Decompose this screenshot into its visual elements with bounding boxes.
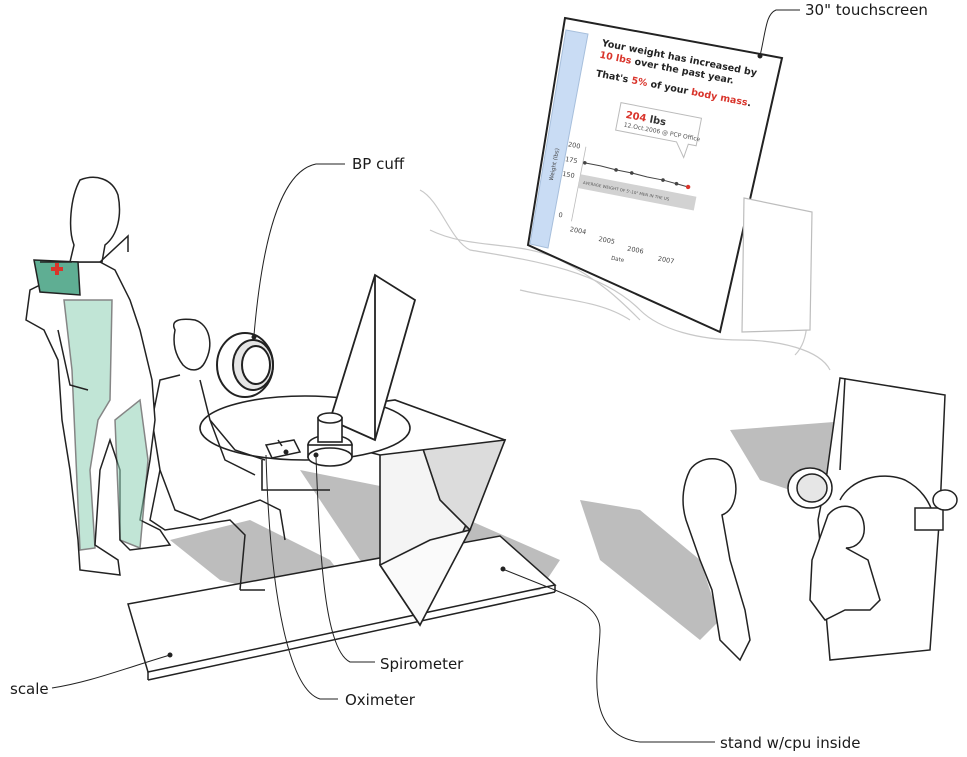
ytick-0: 0 (558, 211, 564, 220)
touchscreen-label: 30" touchscreen (805, 1, 928, 19)
spirometer-label: Spirometer (380, 655, 464, 673)
ytick-200: 200 (567, 140, 581, 150)
xtick-2007: 2007 (657, 255, 675, 266)
chart-point (583, 161, 587, 165)
xtick-2005: 2005 (598, 235, 616, 246)
touchscreen-device (526, 16, 813, 334)
weight-line (584, 162, 689, 188)
stand-label: stand w/cpu inside (720, 734, 861, 752)
leader-lines (51, 9, 800, 743)
red-cross-icon (51, 263, 63, 275)
spirometer-device (307, 412, 353, 467)
oximeter-label: Oximeter (345, 691, 415, 709)
xtick-2006: 2006 (627, 245, 645, 256)
chart-point (614, 168, 618, 172)
ytick-150: 150 (562, 170, 576, 180)
svg-text:204 lbs: 204 lbs (625, 110, 667, 129)
chart-point (674, 181, 679, 186)
bp-cuff (216, 332, 274, 398)
ytick-175: 175 (564, 155, 578, 165)
xtick-2004: 2004 (569, 225, 587, 236)
weight-points (583, 161, 691, 190)
tooltip-unit: lbs (645, 114, 667, 129)
seated-patient (149, 318, 286, 591)
oximeter-device (264, 439, 302, 459)
chart-point-latest (685, 184, 691, 190)
bp-cuff-label: BP cuff (352, 155, 405, 173)
touchscreen-contents: Your weight has increased by 10 lbs over… (549, 38, 759, 266)
x-axis-label: Date (610, 256, 625, 265)
kiosk-monitor (328, 273, 417, 442)
body-mass-percent: 5% (630, 75, 648, 89)
tooltip-value: 204 (625, 110, 648, 125)
overhead-view (682, 377, 958, 662)
average-band (577, 174, 697, 211)
scale-label: scale (10, 680, 49, 698)
chart-point (661, 178, 665, 182)
attendant-figure (25, 176, 172, 576)
chart-point (629, 171, 634, 175)
